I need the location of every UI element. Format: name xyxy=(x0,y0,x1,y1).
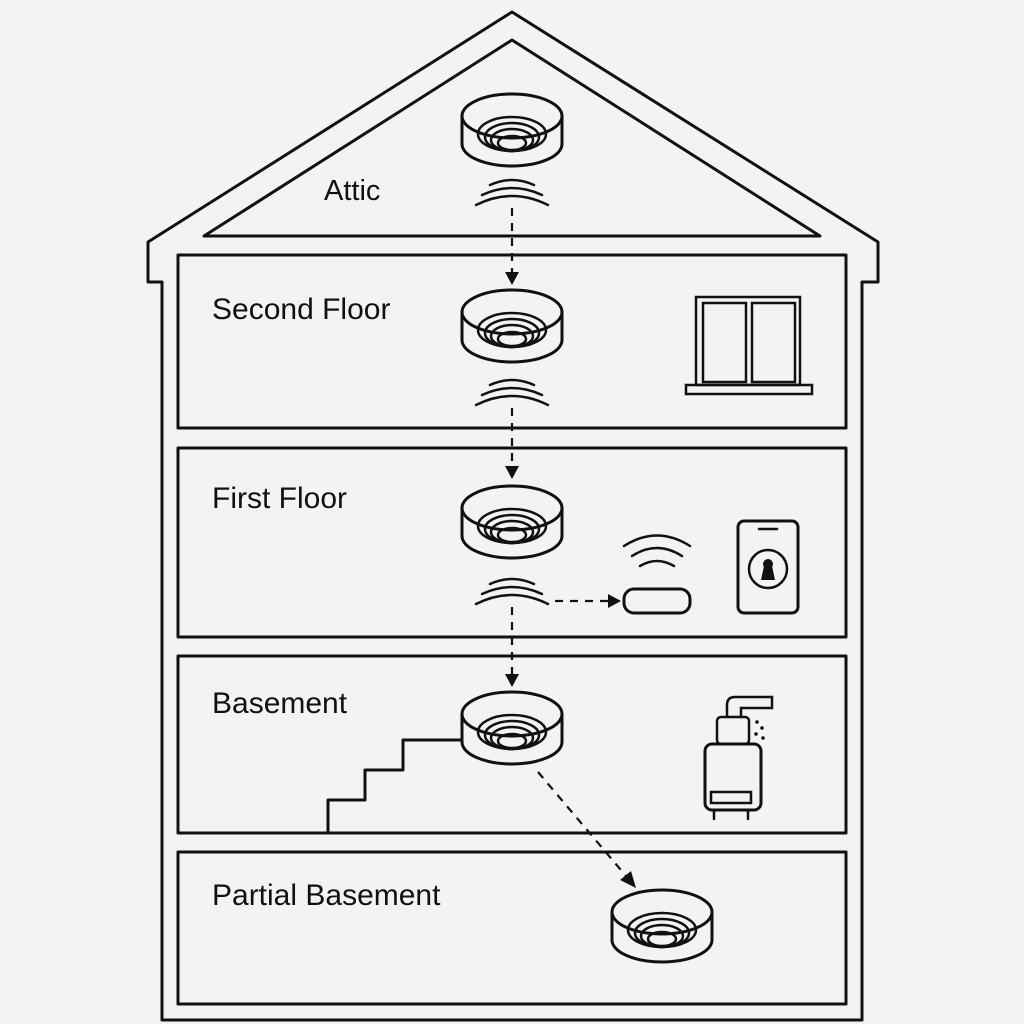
second-floor-label: Second Floor xyxy=(212,293,390,326)
basement-label: Basement xyxy=(212,687,348,720)
signal-waves-icon xyxy=(474,178,550,207)
house-outline xyxy=(146,10,880,1022)
smartphone-icon xyxy=(736,519,800,615)
signal-waves-icon xyxy=(474,378,550,407)
interconnect-arrows xyxy=(505,208,636,888)
smoke-detector-icon xyxy=(460,690,564,766)
water-heater-icon xyxy=(703,695,774,821)
attic-label: Attic xyxy=(324,175,380,207)
first-floor-label: First Floor xyxy=(212,482,347,515)
attic-triangle xyxy=(202,38,822,238)
stairs-icon xyxy=(326,738,464,835)
partial-basement-label: Partial Basement xyxy=(212,879,441,912)
smoke-detector-icon xyxy=(460,92,564,168)
smoke-detector-icon xyxy=(460,288,564,364)
signal-waves-icon xyxy=(474,577,550,606)
smoke-detector-icon xyxy=(610,888,714,964)
smoke-detector-icon xyxy=(460,484,564,560)
window-icon xyxy=(684,295,814,396)
wireless-hub-icon xyxy=(622,534,692,615)
partial-basement-box xyxy=(176,850,848,1006)
